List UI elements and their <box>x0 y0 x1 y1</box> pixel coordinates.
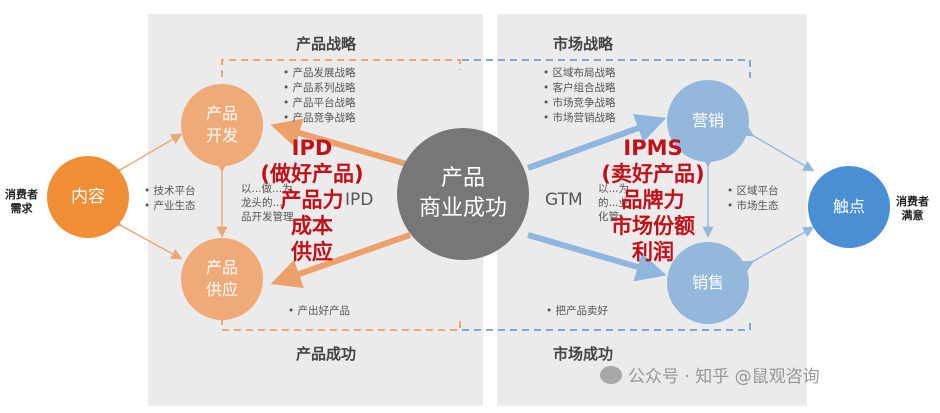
product-success-title: 产品成功 <box>296 345 357 363</box>
overlay-line: (卖好产品) <box>601 162 705 186</box>
list-item: 产品平台战略 <box>283 96 356 111</box>
gtm-label: GTM <box>545 190 583 210</box>
market-success-list: 把产品卖好 <box>546 304 609 319</box>
node-center: 产品 商业成功 <box>397 128 529 260</box>
overlay-line: 产品力 <box>280 188 344 212</box>
product-platform-list: 技术平台 产业生态 <box>144 184 196 214</box>
gtm-desc-line: 化管... <box>598 211 630 223</box>
ipms-overlay: IPMS (卖好产品) 品牌力 市场份额 利润 <box>583 135 723 265</box>
node-marketing: 营销 <box>667 80 749 162</box>
list-item: 把产品卖好 <box>546 304 609 319</box>
node-content: 内容 <box>47 156 129 238</box>
arrow-content-supply <box>109 216 183 260</box>
list-item: 市场营销战略 <box>543 111 616 126</box>
list-item: 产品发展战略 <box>283 66 356 81</box>
list-item: 区域平台 <box>727 184 779 199</box>
ipd-desc-line: 以...做...为 <box>241 183 293 195</box>
overlay-line: (做好产品) <box>260 162 364 186</box>
list-item: 产出好产品 <box>288 304 351 319</box>
dashed-frame-top-right <box>462 59 751 78</box>
consumer-demand-label: 消费者 需求 <box>5 188 38 215</box>
ipd-description: 以...做...为 龙头的... 品开发管理 <box>241 182 294 224</box>
node-label: 产品 商业成功 <box>418 166 507 221</box>
list-item: 技术平台 <box>144 184 196 199</box>
watermark: 公众号 · 知乎 @鼠观咨询 <box>600 362 820 387</box>
overlay-line: IPMS <box>623 136 683 160</box>
gtm-desc-line: 的...业 <box>598 197 630 209</box>
big-arrow-to-marketing <box>526 114 667 171</box>
dashed-frame-top-left <box>221 59 461 77</box>
market-strategy-list: 区域布局战略 客户组合战略 市场竞争战略 市场营销战略 <box>543 66 616 126</box>
overlay-line: IPD <box>291 136 333 160</box>
gtm-description: 以...为 的...业 化管... <box>598 182 629 224</box>
list-item: 产业生态 <box>144 199 196 214</box>
node-touchpoint: 触点 <box>808 166 890 248</box>
node-sales: 销售 <box>667 242 749 324</box>
product-success-list: 产出好产品 <box>288 304 351 319</box>
market-strategy-title: 市场战略 <box>553 35 614 53</box>
overlay-line: 成本 <box>291 214 333 238</box>
list-item: 市场生态 <box>727 199 779 214</box>
dashed-frame-bottom-right <box>462 320 751 331</box>
overlay-line: 品牌力 <box>621 188 685 212</box>
market-success-title: 市场成功 <box>553 345 614 363</box>
overlay-line: 市场份额 <box>611 214 695 238</box>
ipd-desc-line: 龙头的... <box>241 197 283 209</box>
big-arrow-to-sales <box>527 232 667 282</box>
node-label: 产品 供应 <box>205 258 238 299</box>
product-strategy-title: 产品战略 <box>296 35 357 53</box>
big-arrow-to-develop <box>270 118 411 168</box>
node-label: 营销 <box>691 111 724 130</box>
wechat-icon <box>600 365 622 384</box>
arrow-marketing-touch <box>741 125 815 172</box>
node-product-supply: 产品 供应 <box>181 238 263 320</box>
node-label: 内容 <box>71 187 105 207</box>
list-item: 区域布局战略 <box>543 66 616 81</box>
product-strategy-list: 产品发展战略 产品系列战略 产品平台战略 产品竞争战略 <box>283 66 356 126</box>
ipd-overlay: IPD (做好产品) 产品力 成本 供应 <box>246 135 378 265</box>
node-product-develop: 产品 开发 <box>181 84 263 166</box>
overlay-line: 利润 <box>632 240 674 264</box>
big-arrow-to-supply <box>270 232 411 289</box>
node-label: 触点 <box>832 197 865 216</box>
ipd-label: IPD <box>345 190 374 210</box>
market-platform-list: 区域平台 市场生态 <box>727 184 779 214</box>
list-item: 产品系列战略 <box>283 81 356 96</box>
list-item: 市场竞争战略 <box>543 96 616 111</box>
dashed-frame-bottom-left <box>221 318 461 331</box>
ipd-desc-line: 品开发管理 <box>241 211 294 223</box>
overlay-line: 供应 <box>291 240 333 264</box>
list-item: 客户组合战略 <box>543 81 616 96</box>
node-label: 产品 开发 <box>205 104 238 145</box>
node-label: 销售 <box>691 273 724 292</box>
list-item: 产品竞争战略 <box>283 111 356 126</box>
gtm-desc-line: 以...为 <box>598 183 630 195</box>
arrow-sales-touch <box>741 226 815 272</box>
arrow-content-develop <box>109 133 183 180</box>
watermark-text: 公众号 · 知乎 @鼠观咨询 <box>628 367 820 387</box>
consumer-satisfaction-label: 消费者 满意 <box>896 195 929 222</box>
